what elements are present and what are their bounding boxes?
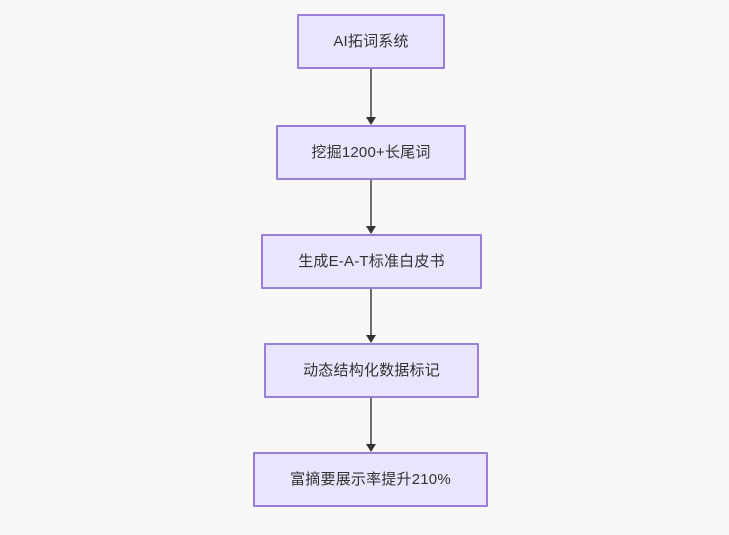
node-label: 富摘要展示率提升210%: [290, 471, 451, 488]
flowchart-node-dynamic-structured-data-markup[interactable]: 动态结构化数据标记: [264, 343, 479, 398]
flowchart-connector-arrow: [364, 289, 378, 343]
connector-line: [370, 180, 372, 226]
node-label: 动态结构化数据标记: [303, 362, 440, 379]
connector-line: [370, 398, 372, 444]
flowchart-connector-arrow: [364, 398, 378, 452]
flowchart-connector-arrow: [364, 69, 378, 125]
arrowhead-down-icon: [366, 226, 376, 234]
node-label: 挖掘1200+长尾词: [311, 144, 431, 161]
node-label: AI拓词系统: [333, 33, 409, 50]
node-label: 生成E-A-T标准白皮书: [298, 253, 445, 270]
flowchart-node-mine-longtail-keywords[interactable]: 挖掘1200+长尾词: [276, 125, 466, 180]
arrowhead-down-icon: [366, 117, 376, 125]
flowchart-node-rich-snippet-uplift[interactable]: 富摘要展示率提升210%: [253, 452, 488, 507]
flowchart-connector-arrow: [364, 180, 378, 234]
arrowhead-down-icon: [366, 335, 376, 343]
flowchart-node-generate-eat-whitepaper[interactable]: 生成E-A-T标准白皮书: [261, 234, 482, 289]
connector-line: [370, 289, 372, 335]
connector-line: [370, 69, 372, 117]
arrowhead-down-icon: [366, 444, 376, 452]
flowchart-node-ai-keyword-system[interactable]: AI拓词系统: [297, 14, 445, 69]
